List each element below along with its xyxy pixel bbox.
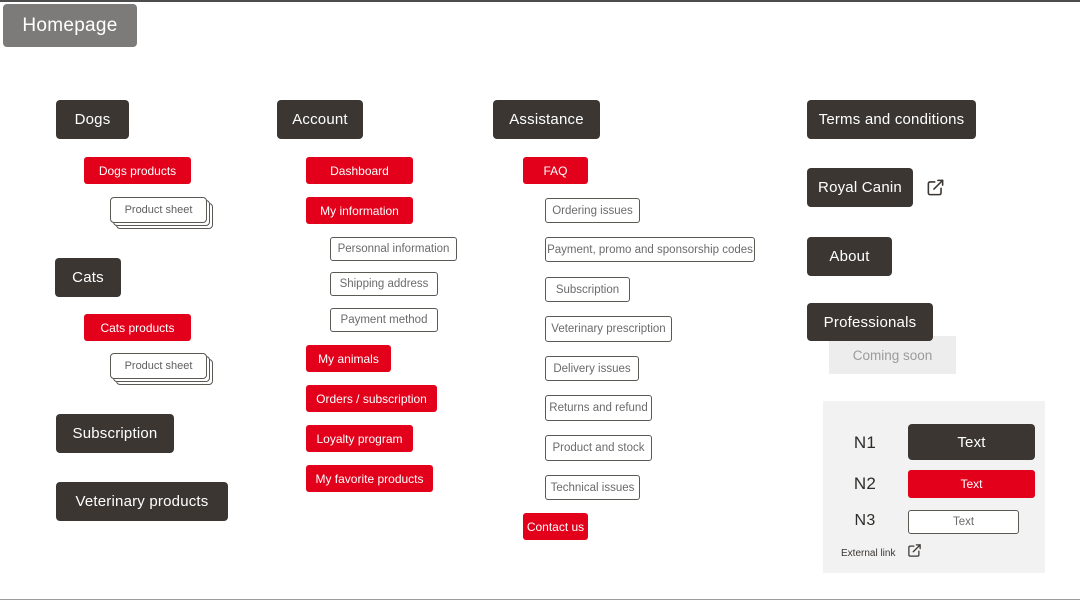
node-orders-subscription[interactable]: Orders / subscription	[306, 385, 437, 412]
node-subscription[interactable]: Subscription	[56, 414, 174, 453]
node-label: Homepage	[22, 14, 118, 36]
node-label: Dogs	[74, 111, 111, 128]
node-my-information[interactable]: My information	[306, 197, 413, 224]
legend-n2-label: N2	[853, 474, 877, 493]
node-label: Account	[292, 111, 348, 128]
node-label: My information	[320, 203, 399, 218]
node-returns-and-refund[interactable]: Returns and refund	[545, 395, 652, 421]
node-label: Ordering issues	[552, 204, 633, 217]
node-faq[interactable]: FAQ	[523, 157, 588, 184]
legend-box-label: Text	[952, 516, 975, 528]
node-product-and-stock[interactable]: Product and stock	[545, 435, 652, 461]
node-dogs[interactable]: Dogs	[56, 100, 129, 139]
node-payment-method[interactable]: Payment method	[330, 308, 438, 332]
node-label: Technical issues	[550, 481, 635, 494]
node-label: FAQ	[543, 163, 568, 178]
top-border-line	[0, 0, 1080, 2]
node-contact-us[interactable]: Contact us	[523, 513, 588, 540]
node-label: Veterinary prescription	[551, 323, 666, 335]
node-account[interactable]: Account	[277, 100, 363, 139]
node-label: Payment, promo and sponsorship codes	[547, 243, 753, 256]
node-homepage[interactable]: Homepage	[3, 4, 137, 47]
node-label: Returns and refund	[549, 402, 648, 414]
node-cats-products[interactable]: Cats products	[84, 314, 191, 341]
node-label: Personnal information	[337, 243, 450, 255]
legend-n3-box: Text	[908, 510, 1019, 534]
node-my-favorite-products[interactable]: My favorite products	[306, 465, 433, 492]
legend-n3-label: N3	[854, 512, 876, 529]
legend-n1-label: N1	[853, 432, 877, 452]
node-technical-issues[interactable]: Technical issues	[545, 475, 640, 500]
node-professionals[interactable]: Professionals	[807, 303, 933, 341]
node-label: My favorite products	[315, 471, 424, 486]
node-label: Subscription	[72, 425, 158, 442]
node-dogs-products[interactable]: Dogs products	[84, 157, 191, 184]
node-terms-and-conditions[interactable]: Terms and conditions	[807, 100, 976, 139]
node-label: Royal Canin	[818, 179, 902, 196]
node-ordering-issues[interactable]: Ordering issues	[545, 198, 640, 223]
node-label: Product and stock	[552, 442, 645, 454]
legend-box-label: Text	[960, 477, 983, 491]
coming-soon-badge: Coming soon	[829, 336, 956, 374]
node-dogs-product-sheet[interactable]: Product sheet	[110, 197, 213, 229]
node-assistance[interactable]: Assistance	[493, 100, 600, 139]
node-label: Cats	[72, 269, 104, 286]
node-my-animals[interactable]: My animals	[306, 345, 391, 372]
node-label: My animals	[318, 351, 379, 366]
legend-panel: N1 Text N2 Text N3 Text External link	[823, 401, 1045, 573]
node-about[interactable]: About	[807, 237, 892, 276]
node-label: Subscription	[555, 283, 620, 296]
node-label: Payment method	[340, 314, 428, 326]
node-personnal-information[interactable]: Personnal information	[330, 237, 457, 261]
node-label: Shipping address	[339, 278, 429, 290]
node-label: Product sheet	[110, 197, 207, 223]
legend-box-label: Text	[957, 433, 986, 451]
node-label: Cats products	[100, 320, 175, 335]
node-shipping-address[interactable]: Shipping address	[330, 272, 438, 296]
legend-external-label: External link	[841, 547, 896, 559]
node-subscription-faq[interactable]: Subscription	[545, 277, 630, 302]
node-label: Contact us	[526, 519, 585, 534]
node-label: Assistance	[509, 111, 584, 128]
node-label: Loyalty program	[316, 431, 403, 446]
node-label: Dogs products	[98, 163, 177, 178]
node-label: Delivery issues	[553, 362, 631, 375]
node-label: Professionals	[823, 313, 917, 331]
coming-soon-label: Coming soon	[852, 347, 933, 363]
node-label: Terms and conditions	[818, 111, 965, 128]
node-label: Product sheet	[110, 353, 207, 379]
node-cats-product-sheet[interactable]: Product sheet	[110, 353, 213, 385]
legend-n1-box: Text	[908, 424, 1035, 460]
node-veterinary-prescription[interactable]: Veterinary prescription	[545, 316, 672, 342]
node-dashboard[interactable]: Dashboard	[306, 157, 413, 184]
external-link-icon	[907, 543, 922, 558]
node-delivery-issues[interactable]: Delivery issues	[545, 356, 639, 381]
node-label: About	[829, 248, 870, 265]
node-payment-promo-codes[interactable]: Payment, promo and sponsorship codes	[545, 237, 755, 262]
node-loyalty-program[interactable]: Loyalty program	[306, 425, 413, 452]
node-royal-canin[interactable]: Royal Canin	[807, 168, 913, 207]
external-link-icon	[926, 178, 945, 197]
node-label: Veterinary products	[75, 493, 209, 510]
node-cats[interactable]: Cats	[55, 258, 121, 297]
legend-n2-box: Text	[908, 470, 1035, 498]
node-label: Orders / subscription	[316, 391, 427, 406]
node-label: Dashboard	[330, 163, 389, 178]
node-veterinary-products[interactable]: Veterinary products	[56, 482, 228, 521]
